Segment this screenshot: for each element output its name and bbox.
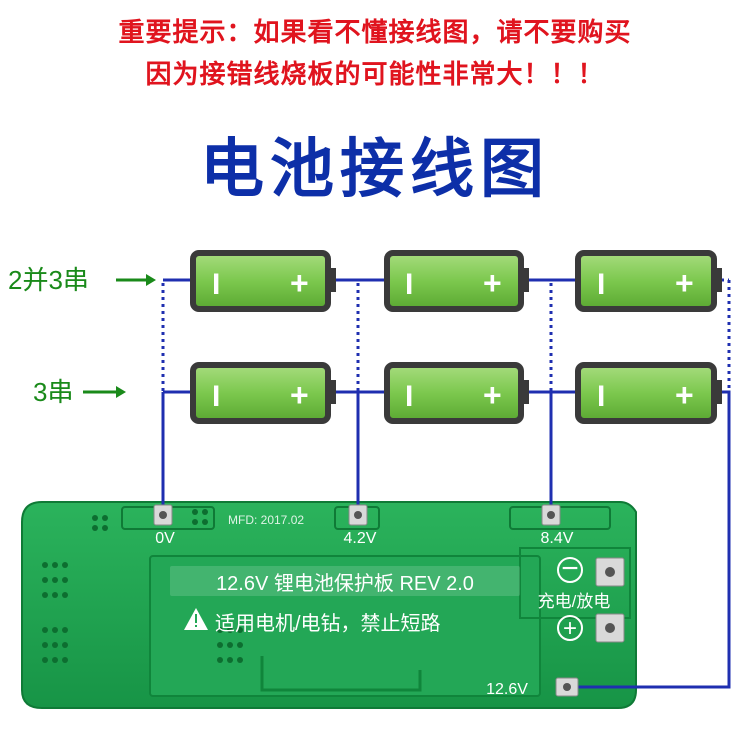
terminal-8-4v-label: 8.4V: [541, 530, 574, 547]
terminal-0v: 0V: [153, 504, 175, 547]
arrow-right-icon: [116, 274, 156, 286]
mfd-date: MFD: 2017.02: [228, 513, 304, 527]
battery: I +: [384, 362, 529, 424]
battery: I +: [575, 250, 722, 312]
battery-positive-sign: +: [483, 265, 502, 301]
terminal-12-6v-label: 12.6V: [486, 681, 528, 698]
board-label: 12.6V 锂电池保护板 REV 2.0: [216, 572, 474, 595]
board-warning: 适用电机/电钻，禁止短路: [215, 612, 441, 635]
battery: I +: [190, 362, 336, 424]
battery-negative-sign: I: [212, 268, 220, 301]
battery-negative-sign: I: [405, 380, 413, 413]
warning-line-1: 重要提示：如果看不懂接线图，请不要购买: [118, 18, 632, 48]
warning-line-2: 因为接错线烧板的可能性非常大！！！: [145, 60, 605, 90]
battery: I +: [190, 250, 336, 312]
via-dots: [42, 509, 243, 663]
plus-circle-icon: [557, 615, 583, 641]
terminal-0v-label: 0V: [155, 530, 175, 547]
battery-negative-sign: I: [212, 380, 220, 413]
board-minus-symbol: −: [561, 552, 579, 585]
warning-triangle-icon: [184, 608, 208, 630]
battery-row-bottom: I + I + I +: [190, 362, 722, 424]
charge-discharge-label: 充电/放电: [538, 592, 611, 611]
row-label-2p3s: 2并3串: [8, 265, 89, 295]
battery-row-top: I + I + I +: [190, 250, 722, 312]
battery-positive-sign: +: [483, 377, 502, 413]
board-plus-symbol: +: [563, 615, 577, 642]
terminal-8-4v: 8.4V: [541, 504, 574, 547]
battery: I +: [384, 250, 529, 312]
terminal-4-2v-label: 4.2V: [344, 530, 377, 547]
row-label-3s: 3串: [33, 377, 73, 407]
protection-board: MFD: 2017.02 12.6V 锂电池保护板 REV 2.0 适用电机/电…: [21, 501, 637, 709]
battery-positive-sign: +: [290, 265, 309, 301]
battery-negative-sign: I: [405, 268, 413, 301]
battery: I +: [575, 362, 722, 424]
terminal-4-2v: 4.2V: [344, 504, 377, 547]
battery-positive-sign: +: [675, 377, 694, 413]
arrow-right-icon: [83, 386, 126, 398]
terminal-12-6v: 12.6V: [486, 677, 579, 698]
battery-positive-sign: +: [675, 265, 694, 301]
minus-circle-icon: [557, 557, 583, 583]
battery-negative-sign: I: [597, 268, 605, 301]
battery-negative-sign: I: [597, 380, 605, 413]
diagram-title: 电池接线图: [200, 132, 550, 207]
battery-positive-sign: +: [290, 377, 309, 413]
